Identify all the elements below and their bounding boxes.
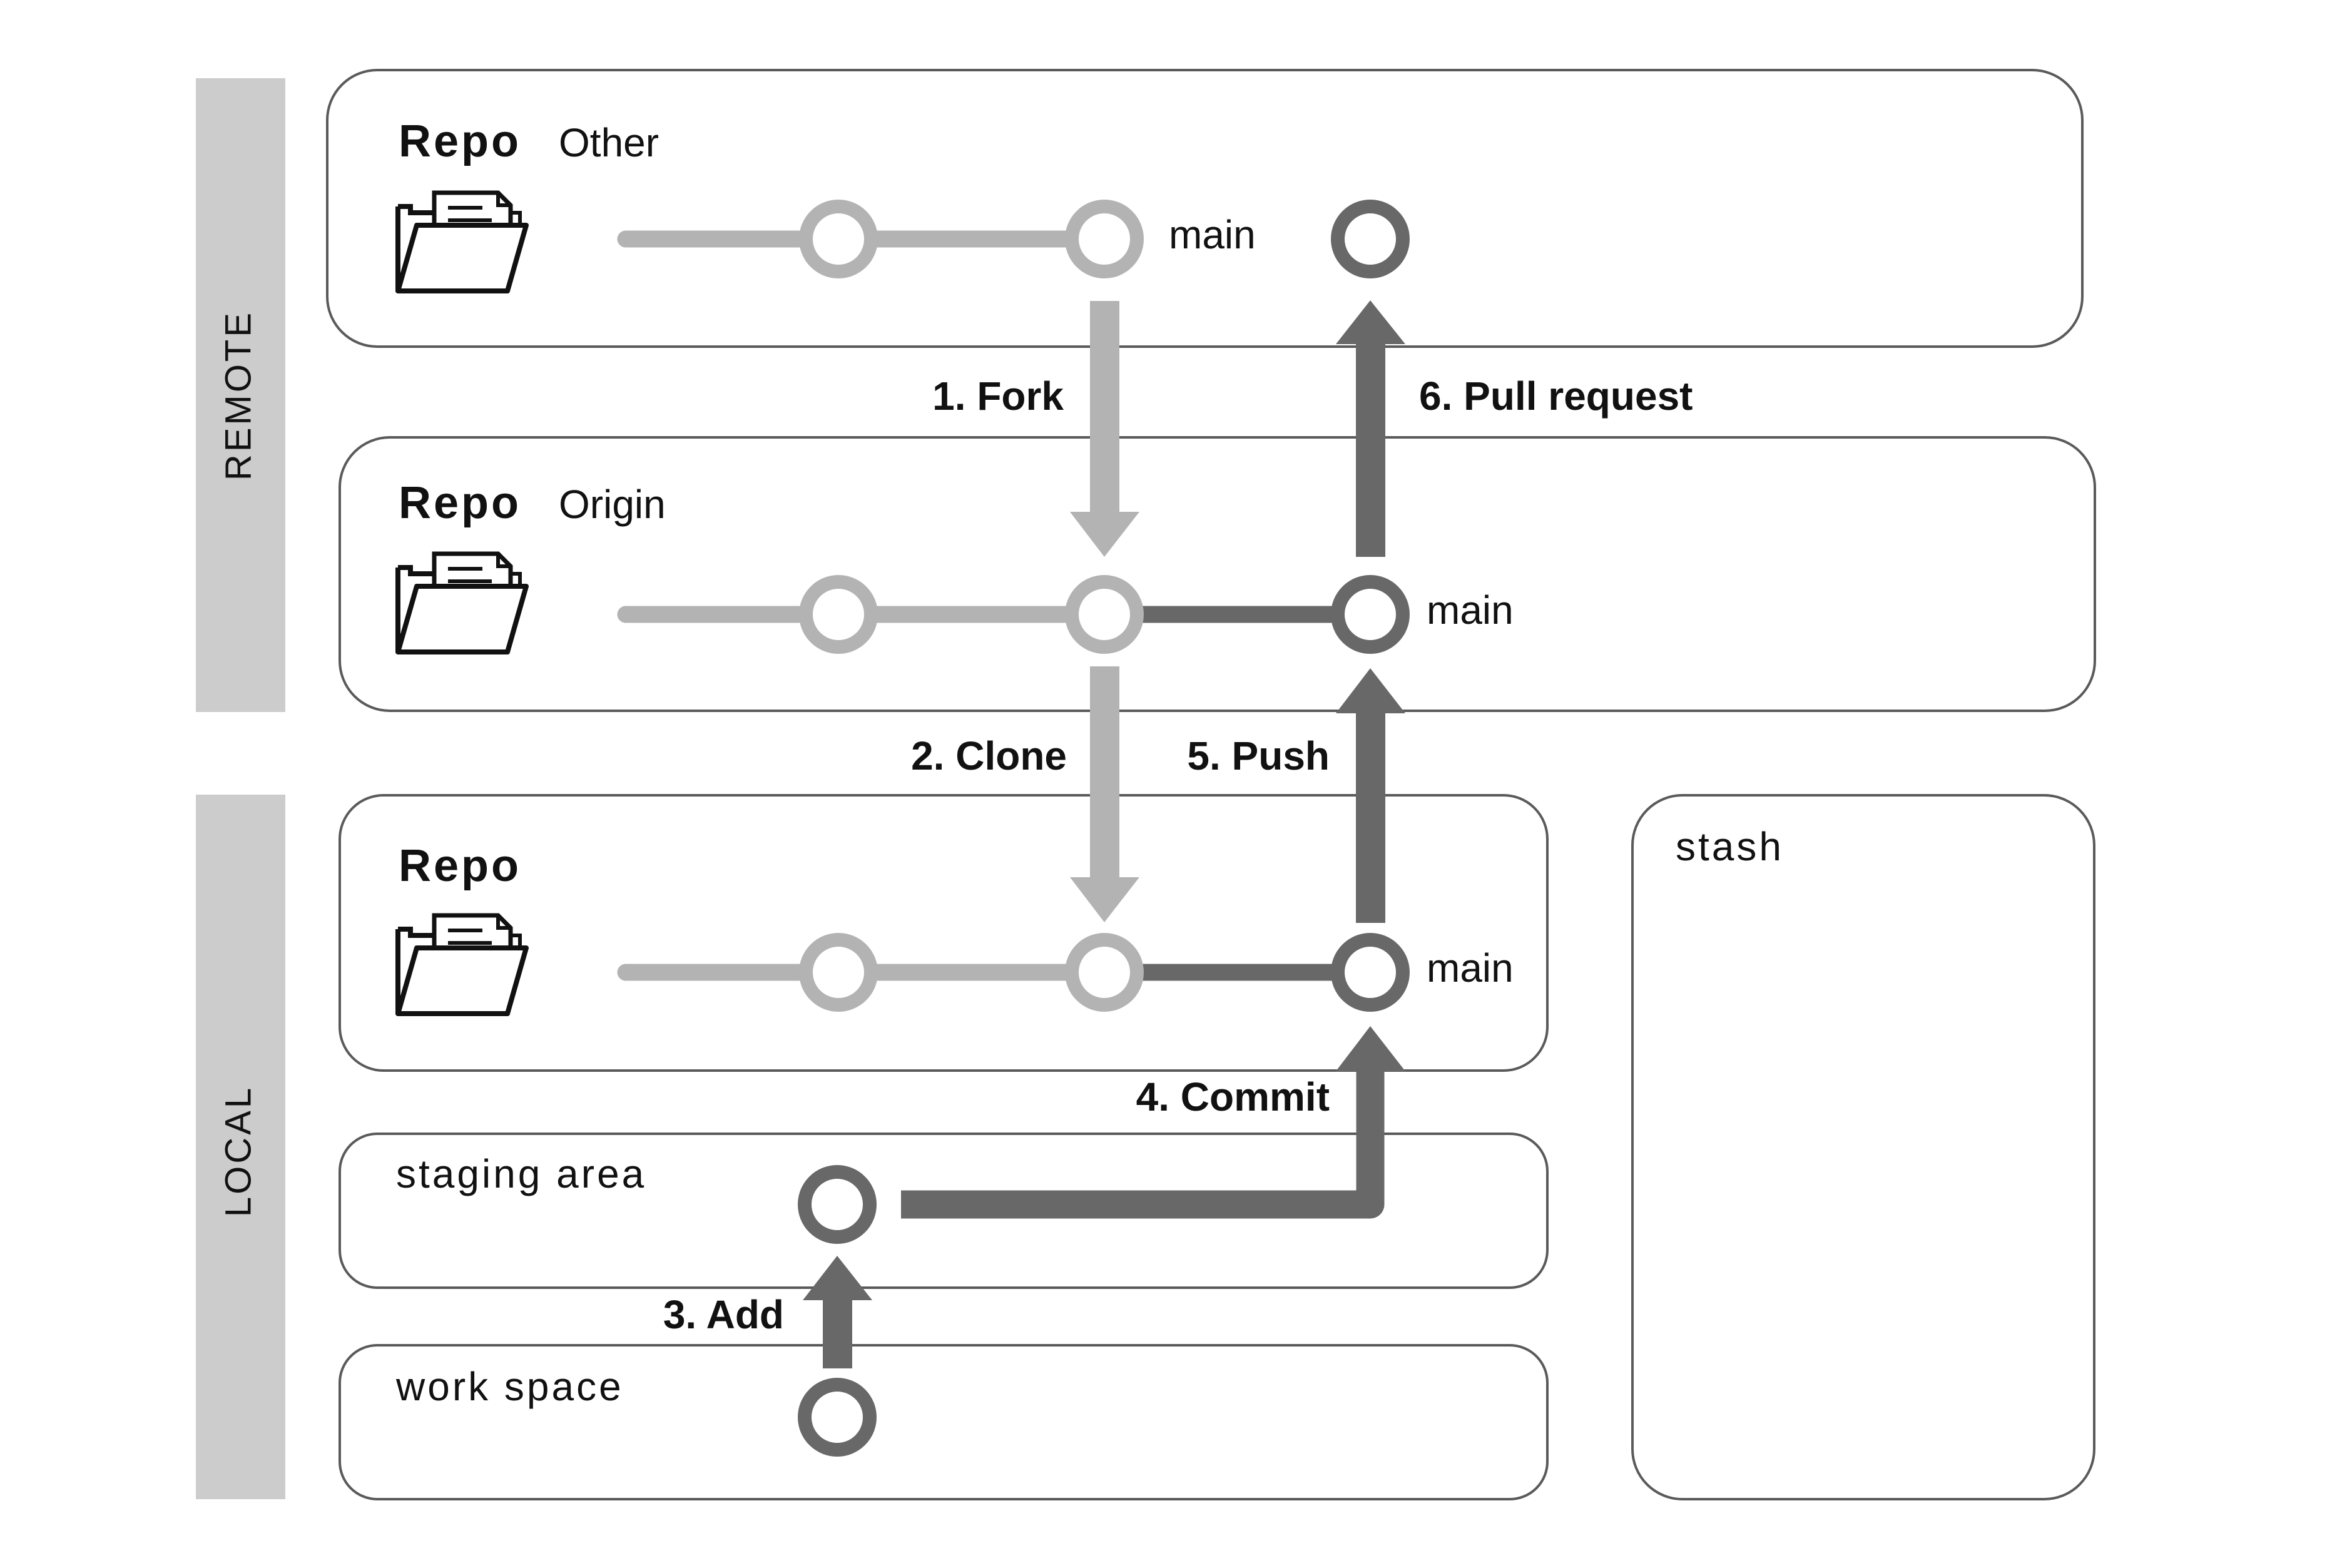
- workspace-change-node: [798, 1378, 877, 1457]
- repo-other-title: Repo: [399, 116, 521, 166]
- local-branch-label: main: [1427, 945, 1514, 990]
- repo-origin-title: Repo: [399, 478, 521, 528]
- commit-node: [1065, 200, 1144, 278]
- repo-other-subtitle: Other: [559, 120, 659, 165]
- origin-branch-label: main: [1427, 588, 1514, 633]
- local-band-label: LOCAL: [218, 1086, 258, 1217]
- commit-node-new: [1331, 575, 1410, 654]
- commit-node-new: [1331, 200, 1410, 278]
- step-commit-label: 4. Commit: [1136, 1074, 1330, 1119]
- commit-node: [799, 933, 878, 1012]
- commit-arrow: [901, 1026, 1405, 1219]
- local-band: [196, 795, 285, 1499]
- repo-local-title: Repo: [399, 841, 521, 891]
- folder-documents-icon: [395, 551, 529, 654]
- step-clone-label: 2. Clone: [911, 733, 1067, 778]
- step-fork-label: 1. Fork: [932, 374, 1064, 419]
- repo-origin-box: [339, 436, 2096, 712]
- clone-arrow: [1070, 666, 1139, 922]
- stash-box: [1631, 794, 2095, 1500]
- stash-label: stash: [1676, 824, 1784, 869]
- step-add-label: 3. Add: [663, 1292, 784, 1337]
- step-push-label: 5. Push: [1187, 733, 1330, 778]
- step-pull-request-label: 6. Pull request: [1419, 374, 1693, 419]
- folder-documents-icon: [395, 190, 529, 293]
- pull-request-arrow: [1336, 300, 1405, 557]
- commit-node: [799, 200, 878, 278]
- staging-area-label: staging area: [396, 1151, 646, 1196]
- other-branch-label: main: [1169, 212, 1256, 257]
- staged-change-node: [798, 1165, 877, 1244]
- workspace-box: [339, 1344, 1549, 1500]
- fork-arrow: [1070, 301, 1139, 557]
- workspace-label: work space: [395, 1364, 624, 1409]
- repo-other-box: [326, 69, 2084, 348]
- add-arrow: [803, 1256, 872, 1368]
- folder-documents-icon: [395, 913, 529, 1016]
- commit-node-new: [1331, 933, 1410, 1012]
- repo-local-box: [339, 794, 1549, 1072]
- remote-band: [196, 78, 285, 712]
- commit-node: [799, 575, 878, 654]
- push-arrow: [1336, 668, 1405, 923]
- repo-origin-subtitle: Origin: [559, 482, 666, 527]
- commit-node: [1065, 933, 1144, 1012]
- remote-band-label: REMOTE: [218, 310, 258, 481]
- commit-node: [1065, 575, 1144, 654]
